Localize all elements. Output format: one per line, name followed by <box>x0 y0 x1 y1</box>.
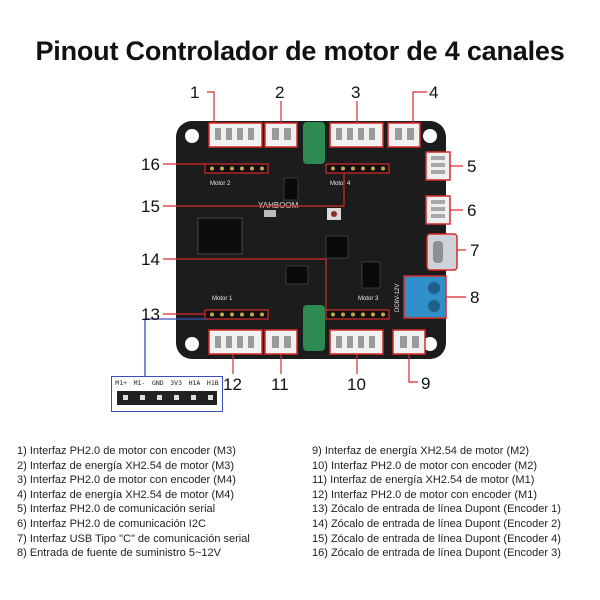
legend-item: 11) Interfaz de energía XH2.54 de motor … <box>312 474 535 487</box>
mount-hole <box>423 337 437 351</box>
legend-item: 16) Zócalo de entrada de línea Dupont (E… <box>312 547 561 560</box>
callout-14: 14 <box>141 250 160 269</box>
callout-1: 1 <box>190 83 200 102</box>
capacitor <box>303 122 325 164</box>
pin-header-labels: M1+ M1- GND 3V3 H1A H1B <box>112 379 222 387</box>
mount-hole <box>185 337 199 351</box>
legend-item: 2) Interfaz de energía XH2.54 de motor (… <box>17 459 235 472</box>
callout-6: 6 <box>467 201 477 220</box>
capacitor <box>303 305 325 351</box>
legend-item: 3) Interfaz PH2.0 de motor con encoder (… <box>17 474 236 487</box>
callout-8: 8 <box>470 288 480 307</box>
legend-item: 13) Zócalo de entrada de línea Dupont (E… <box>312 503 561 516</box>
driver-chip <box>325 235 349 259</box>
callout-7: 7 <box>470 241 480 260</box>
pin-label: M1+ <box>115 379 128 387</box>
power-label: DC6V-12V <box>395 284 401 312</box>
motor2-label: Motor 2 <box>210 181 231 187</box>
legend-item: 14) Zócalo de entrada de línea Dupont (E… <box>312 517 561 530</box>
legend-item: 9) Interfaz de energía XH2.54 de motor (… <box>312 445 530 457</box>
callout-5: 5 <box>467 157 477 176</box>
driver-chip <box>283 177 299 201</box>
dupont-header-13 <box>204 309 269 320</box>
legend-item: 12) Interfaz PH2.0 de motor con encoder … <box>312 488 537 501</box>
legend-left: 1) Interfaz PH2.0 de motor con encoder (… <box>17 444 250 561</box>
dupont-header-15 <box>325 163 390 174</box>
callout-10: 10 <box>347 375 366 394</box>
mount-hole <box>423 129 437 143</box>
pin-label: 3V3 <box>170 379 183 387</box>
legend-item: 8) Entrada de fuente de suministro 5~12V <box>17 547 221 560</box>
connector-4 <box>387 122 421 148</box>
driver-chip <box>361 261 381 289</box>
callout-13: 13 <box>141 305 160 324</box>
legend-right: 9) Interfaz de energía XH2.54 de motor (… <box>312 444 561 561</box>
callout-4: 4 <box>429 83 439 102</box>
mount-hole <box>185 129 199 143</box>
crystal <box>264 210 276 217</box>
driver-chip <box>285 265 309 285</box>
pcb-board <box>176 121 446 359</box>
mcu-chip <box>197 217 243 255</box>
page-title: Pinout Controlador de motor de 4 canales <box>35 36 565 66</box>
legend-item: 5) Interfaz PH2.0 de comunicación serial <box>17 503 216 516</box>
callout-11: 11 <box>271 375 289 394</box>
dupont-header-14 <box>325 309 390 320</box>
legend-item: 7) Interfaz USB Tipo "C" de comunicación… <box>17 532 250 545</box>
pin-header-pins <box>117 391 217 405</box>
callout-9: 9 <box>421 374 431 393</box>
legend-item: 15) Zócalo de entrada de línea Dupont (E… <box>312 532 561 545</box>
legend-item: 6) Interfaz PH2.0 de comunicación I2C <box>17 517 206 530</box>
legend-item: 4) Interfaz de energía XH2.54 de motor (… <box>17 488 235 501</box>
legend-item: 10) Interfaz PH2.0 de motor con encoder … <box>312 459 537 472</box>
pin-label: H1A <box>188 379 201 387</box>
pin-label: M1- <box>133 379 146 387</box>
callout-2: 2 <box>275 83 285 102</box>
motor1-label: Motor 1 <box>212 296 233 302</box>
callout-16: 16 <box>141 155 160 174</box>
callout-3: 3 <box>351 83 361 102</box>
pin-label: H1B <box>206 379 219 387</box>
legend-item: 1) Interfaz PH2.0 de motor con encoder (… <box>17 445 236 457</box>
connector-11 <box>264 329 298 355</box>
callout-12: 12 <box>223 375 242 394</box>
callout-15: 15 <box>141 197 160 216</box>
pin-header-detail: M1+ M1- GND 3V3 H1A H1B <box>111 376 223 412</box>
connector-9 <box>392 329 426 355</box>
motor4-label: Motor 4 <box>330 181 351 187</box>
motor3-label: Motor 3 <box>358 296 379 302</box>
connector-2 <box>264 122 298 148</box>
dupont-header-16 <box>204 163 269 174</box>
pin-label: GND <box>151 379 164 387</box>
power-terminal <box>403 275 447 319</box>
